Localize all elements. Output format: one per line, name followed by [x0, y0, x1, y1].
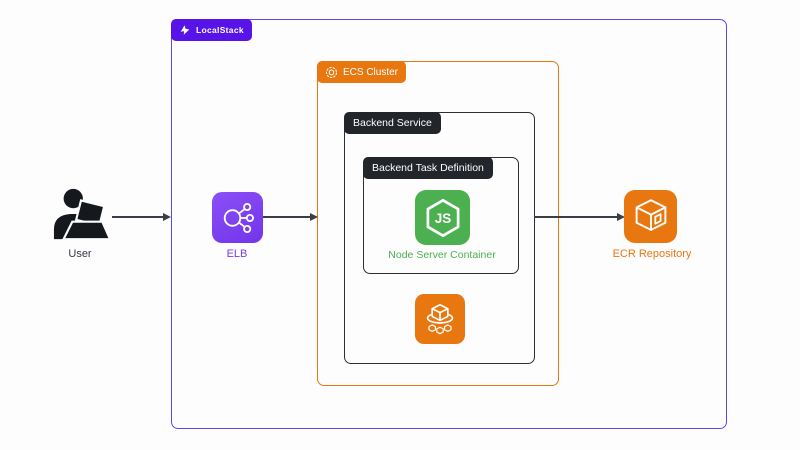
arrow-user-to-localstack-head: [163, 212, 171, 221]
localstack-badge: LocalStack: [171, 19, 252, 41]
ecr-cube-icon: [635, 198, 666, 231]
localstack-logo-icon: [180, 25, 190, 35]
node-server-container-label: Node Server Container: [388, 249, 496, 261]
ecs-cluster-group-box: [317, 61, 559, 386]
backend-task-definition-badge: Backend Task Definition: [363, 157, 493, 179]
backend-service-badge: Backend Service: [344, 112, 441, 134]
elb-label: ELB: [226, 248, 248, 260]
ecs-cluster-badge: ECS Cluster: [317, 61, 407, 83]
arrow-user-to-localstack-line: [112, 216, 164, 218]
ecr-repository-node: [624, 190, 677, 243]
user-label: User: [68, 248, 92, 260]
ecs-hexagon-icon: [325, 66, 338, 78]
user-node: [52, 188, 110, 240]
backend-task-definition-badge-label: Backend Task Definition: [372, 162, 484, 174]
backend-service-badge-label: Backend Service: [353, 117, 432, 129]
nodejs-js-glyph: JS: [434, 211, 451, 226]
load-balancer-icon: [223, 202, 254, 233]
ecs-cluster-badge-label: ECS Cluster: [343, 66, 399, 78]
nodejs-hexagon-icon: JS: [426, 198, 459, 237]
elb-node: [212, 192, 263, 243]
person-at-laptop-icon: [53, 188, 110, 240]
node-server-container-node: JS: [415, 190, 470, 245]
arrow-elb-to-ecs-head: [310, 212, 318, 221]
ecr-repository-label: ECR Repository: [612, 248, 692, 260]
localstack-group-box: [171, 19, 727, 429]
ecs-service-node: [415, 294, 465, 344]
arrow-service-to-ecr-line: [534, 216, 618, 218]
localstack-badge-label: LocalStack: [196, 25, 244, 35]
arrow-service-to-ecr-head: [617, 212, 625, 221]
arrow-elb-to-ecs-line: [263, 216, 311, 218]
ecs-service-cubes-icon: [426, 303, 454, 335]
